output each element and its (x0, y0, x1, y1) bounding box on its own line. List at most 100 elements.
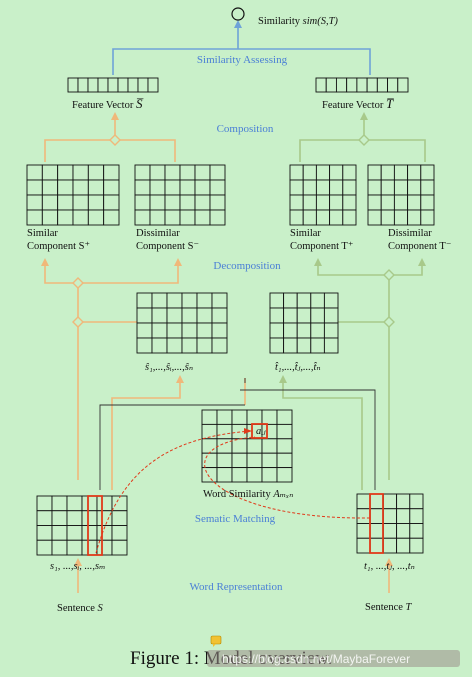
matrix-cell (149, 194, 166, 211)
matrix-cell (87, 194, 105, 211)
decomposition-right-connector (317, 262, 423, 276)
matrix-cell (81, 510, 98, 526)
matrix-cell (181, 307, 198, 324)
t-similar-label-1: Similar (290, 228, 321, 239)
matrix-cell (407, 179, 422, 196)
matrix-cell (26, 194, 43, 211)
matrix-cell (356, 523, 371, 539)
matrix-cell (66, 539, 83, 556)
matrix-cell (51, 510, 68, 526)
matrix-cell (164, 209, 181, 226)
composition-left-connector (44, 139, 176, 162)
matrix-cell (72, 209, 89, 226)
matrix-cell (136, 337, 153, 354)
matrix-cell (393, 209, 409, 226)
matrix-cell (246, 409, 263, 425)
feature-vector-t-label: Feature Vector T̅ (322, 96, 394, 111)
stage-word-representation: Word Representation (190, 581, 283, 593)
matrix-cell (216, 452, 233, 469)
matrix-cell (209, 179, 226, 196)
matrix-cell (166, 337, 183, 354)
matrix-cell (302, 209, 317, 226)
matrix-cell (137, 77, 149, 93)
matrix-cell (261, 467, 278, 483)
matrix-cell (420, 179, 435, 196)
matrix-cell (51, 539, 68, 556)
matrix-cell (36, 525, 53, 541)
matrix-cell (396, 493, 411, 510)
composition-right-arrowhead (360, 112, 368, 120)
matrix-cell (387, 77, 399, 93)
matrix-cell (97, 77, 109, 93)
matrix-cell (216, 438, 233, 454)
matrix-cell (194, 209, 211, 226)
matrix-cell (396, 508, 411, 524)
matrix-cell (407, 194, 422, 211)
matrix-cell (409, 508, 424, 524)
matrix-cell (329, 164, 344, 181)
matrix-cell (81, 495, 98, 512)
s-column-highlight (87, 495, 103, 556)
matrix-cell (96, 495, 113, 512)
sentence-s-label: Sentence S (57, 603, 104, 614)
watermark-background (207, 650, 460, 667)
matrix-cell (231, 452, 248, 469)
stage-decomposition: Decomposition (213, 260, 281, 272)
matrix-cell (194, 194, 211, 211)
matrix-cell (149, 179, 166, 196)
matrix-cell (111, 525, 128, 541)
feature-vector-t-grid (315, 77, 409, 93)
matrix-cell (261, 452, 278, 469)
matrix-cell (269, 337, 285, 354)
matrix-cell (315, 77, 327, 93)
matrix-cell (164, 164, 181, 181)
matrix-cell (51, 525, 68, 541)
matrix-cell (367, 209, 382, 226)
matrix-cell (209, 209, 226, 226)
t-hat-label: t̂₁,...,t̂ⱼ,...,t̂ₙ (274, 361, 320, 373)
matrix-cell (36, 539, 53, 556)
assess-connector (112, 48, 371, 75)
matrix-cell (87, 77, 99, 93)
matrix-cell (296, 307, 312, 324)
similar-component-t-grid (289, 164, 357, 226)
junction-t-hat (383, 316, 395, 328)
matrix-cell (194, 164, 211, 181)
matrix-cell (289, 164, 304, 181)
watermark-text: https://blog.csdn.net/MaybaForever (222, 652, 410, 666)
matrix-cell (67, 77, 79, 93)
matrix-cell (369, 537, 384, 554)
matrix-cell (216, 467, 233, 483)
matrix-cell (310, 322, 325, 339)
matrix-cell (325, 77, 337, 93)
stage-sematic-matching: Sematic Matching (195, 513, 276, 525)
matrix-cell (276, 438, 293, 454)
word-similarity-label: Word Similarity Aₘₓₙ (203, 489, 293, 500)
matrix-cell (356, 508, 371, 524)
t-to-ws-dark (240, 389, 376, 490)
matrix-cell (283, 292, 298, 309)
matrix-cell (134, 209, 151, 226)
matrix-cell (216, 423, 233, 440)
matrix-cell (323, 307, 339, 324)
t-hat-grid (269, 292, 339, 354)
matrix-cell (181, 337, 198, 354)
matrix-cell (41, 194, 59, 211)
matrix-cell (342, 179, 357, 196)
matrix-cell (376, 77, 388, 93)
matrix-cell (396, 523, 411, 539)
matrix-grids (26, 77, 435, 556)
matrix-cell (149, 209, 166, 226)
matrix-cell (201, 467, 218, 483)
sentence-t-grid (356, 493, 424, 554)
matrix-cell (366, 77, 378, 93)
matrix-cell (151, 337, 168, 354)
matrix-cell (41, 164, 59, 181)
matrix-cell (194, 179, 211, 196)
stage-similarity-assessing: Similarity Assessing (197, 54, 288, 66)
matrix-cell (66, 510, 83, 526)
matrix-cell (196, 307, 213, 324)
matrix-cell (329, 179, 344, 196)
matrix-cell (342, 164, 357, 181)
